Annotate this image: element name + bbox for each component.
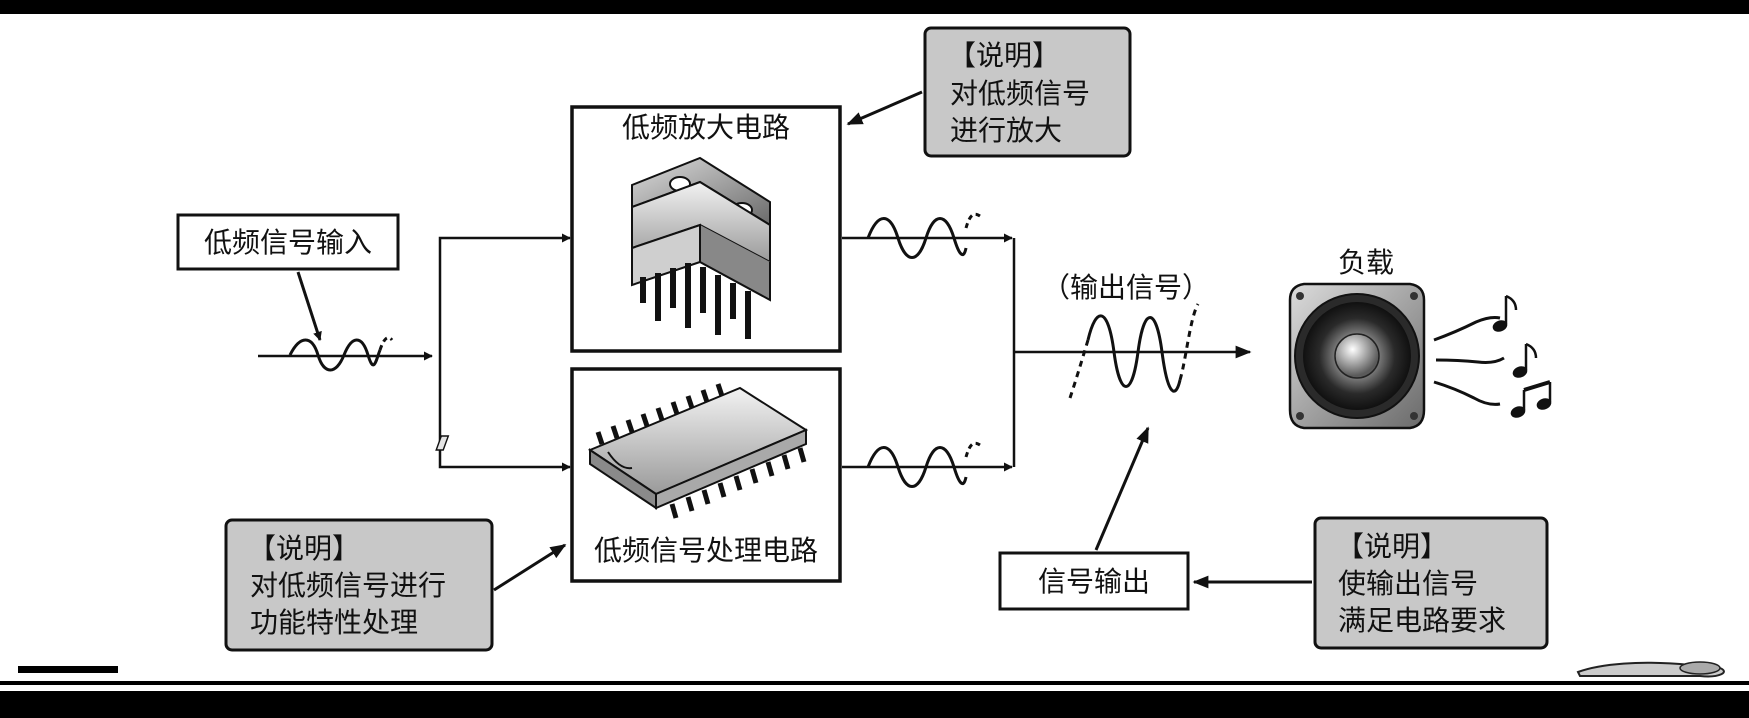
corner-scroll-ornament [1576,661,1725,678]
input-label: 低频信号输入 [204,226,372,259]
split-branch-lower [438,356,571,472]
proc-output-wave-dash [964,441,981,458]
smd-ic-icon [435,383,809,519]
input-pointer-arrow [296,271,322,341]
signal-output-label: 信号输出 [1038,565,1150,598]
output-wave-dash-left [1068,339,1090,399]
top-rule [0,0,1749,14]
input-wave-dash [378,336,394,351]
input-label-box [176,213,400,271]
note-output-title: 【说明】 [1336,530,1448,563]
output-signal-label: （输出信号） [1042,271,1210,304]
amp-output-wave-dash [964,212,981,229]
bottom-thin-mark [18,666,118,673]
speaker-icon [1288,282,1426,430]
note-amp-line-2: 进行放大 [950,114,1062,147]
note-proc-title: 【说明】 [248,532,360,565]
note-output-line-1: 使输出信号 [1338,567,1478,600]
sound-waves-icon [1433,316,1505,406]
bottom-band [0,691,1749,718]
note-output-box [1313,516,1549,650]
note-proc-line-2: 功能特性处理 [250,606,418,639]
proc-output-wave [866,446,968,488]
note-amp-box [923,26,1132,158]
load-label: 负载 [1338,246,1394,279]
note-output-line-2: 满足电路要求 [1338,604,1506,637]
amp-circuit-label: 低频放大电路 [622,111,790,144]
note-amp-arrow [846,90,923,126]
music-notes-icon [1492,294,1552,418]
bottom-right-block [1550,698,1680,718]
note-proc-box [224,518,494,652]
note-proc-arrow [493,543,567,592]
signal-output-box [998,551,1190,611]
signal-output-arrow [1094,426,1150,551]
output-wave [1086,314,1182,393]
power-amp-ic-icon [631,156,771,339]
split-branch-upper [438,233,571,356]
output-wave-dash-right [1178,303,1200,381]
note-amp-title: 【说明】 [948,39,1060,72]
note-proc-line-1: 对低频信号进行 [250,569,446,602]
note-amp-line-1: 对低频信号 [950,77,1090,110]
bottom-rule [0,681,1749,685]
proc-circuit-label: 低频信号处理电路 [594,534,818,567]
amp-output-wave [866,217,968,259]
